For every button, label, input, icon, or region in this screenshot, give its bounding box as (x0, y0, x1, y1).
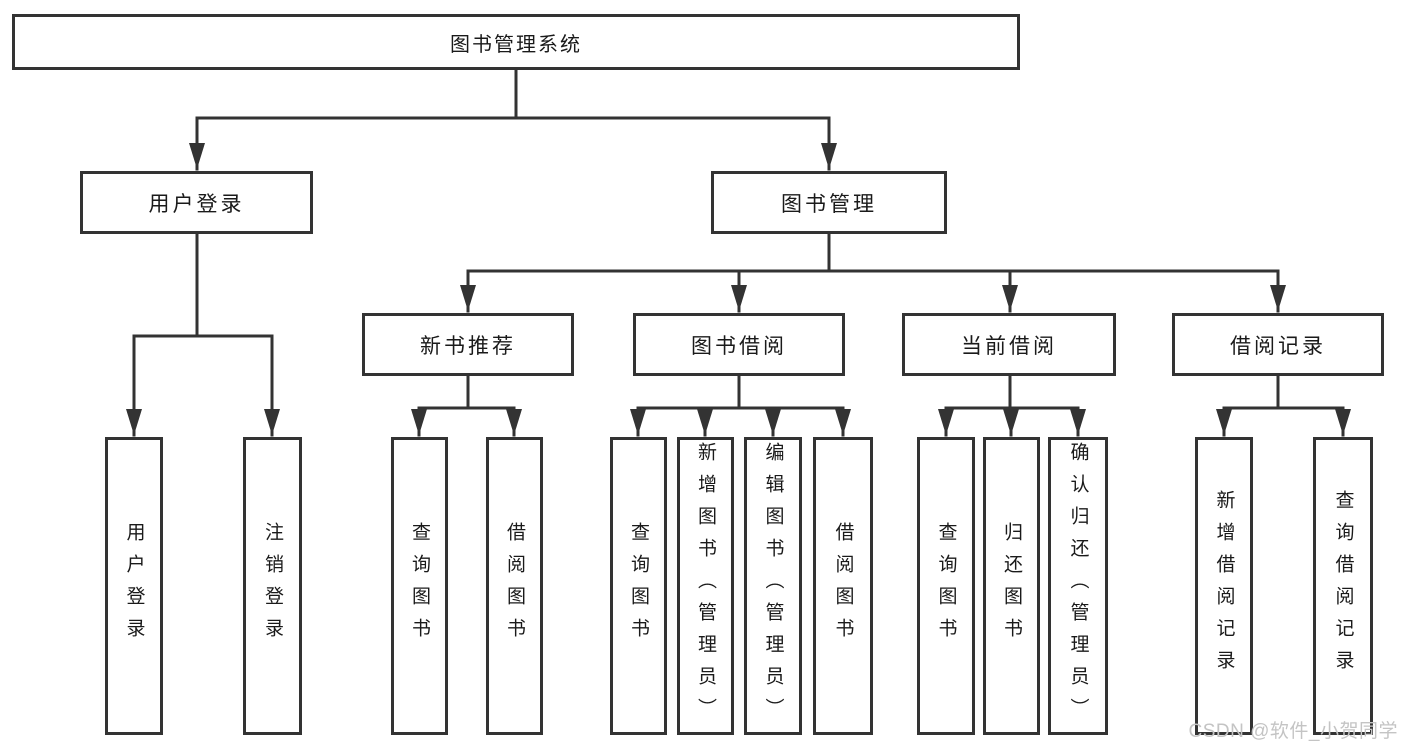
csdn-watermark: CSDN @软件_小贺同学 (1188, 721, 1398, 742)
node-book-borrow: 图书借阅 (633, 313, 845, 376)
node-book-management: 图书管理 (711, 171, 947, 234)
leaf-borrow-books: 借阅图书 (813, 437, 873, 735)
node-user-login: 用户登录 (80, 171, 313, 234)
leaf-query-books-borrow: 查询图书 (610, 437, 667, 735)
leaf-user-login: 用户登录 (105, 437, 163, 735)
node-root: 图书管理系统 (12, 14, 1020, 70)
node-current-borrow: 当前借阅 (902, 313, 1116, 376)
leaf-logout-login: 注销登录 (243, 437, 302, 735)
leaf-borrow-books-recommend: 借阅图书 (486, 437, 543, 735)
leaf-add-borrow-record: 新增借阅记录 (1195, 437, 1253, 735)
leaf-query-books-recommend: 查询图书 (391, 437, 448, 735)
leaf-confirm-return-admin: 确认归还（管理员） (1048, 437, 1108, 735)
node-new-book-recommend: 新书推荐 (362, 313, 574, 376)
node-borrow-records: 借阅记录 (1172, 313, 1384, 376)
leaf-add-book-admin: 新增图书（管理员） (677, 437, 734, 735)
leaf-query-borrow-record: 查询借阅记录 (1313, 437, 1373, 735)
leaf-edit-book-admin: 编辑图书（管理员） (744, 437, 802, 735)
leaf-query-books-current: 查询图书 (917, 437, 975, 735)
leaf-return-book: 归还图书 (983, 437, 1040, 735)
